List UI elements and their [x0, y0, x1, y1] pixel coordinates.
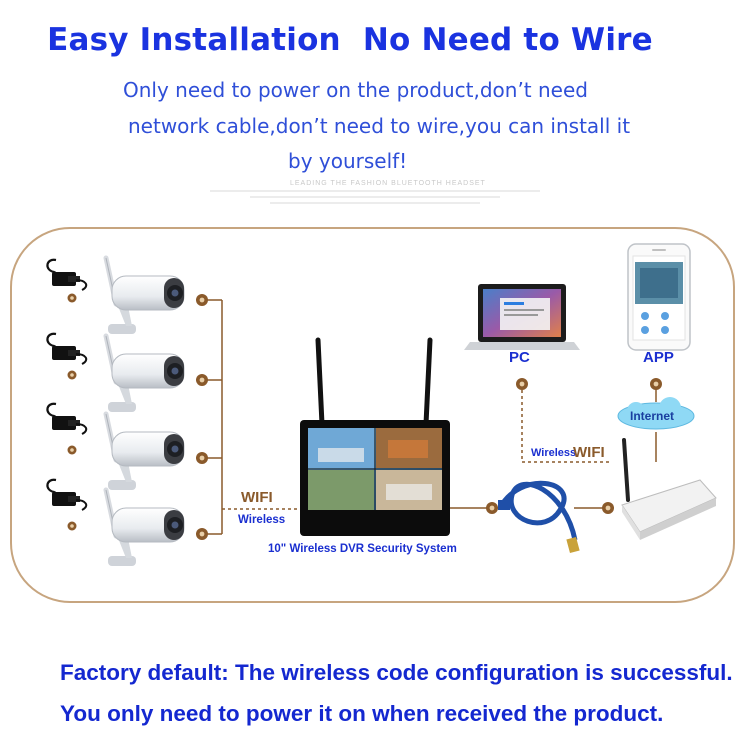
- wifi-router-icon: [621, 438, 717, 540]
- node-router-left: [602, 502, 614, 514]
- network-cable-icon: [497, 480, 580, 554]
- camera-nodes: [196, 294, 208, 540]
- node-pc: [516, 378, 528, 390]
- dvr-caption: 10" Wireless DVR Security System: [268, 543, 457, 555]
- camera-row-3: [46, 402, 184, 490]
- wireless-label-right: Wireless: [531, 447, 577, 459]
- pc-router-link: [521, 384, 610, 463]
- smartphone-icon: [627, 243, 691, 351]
- diagram-frame: [10, 227, 735, 603]
- camera-row-4: [46, 478, 184, 566]
- faint-caption: LEADING THE FASHION BLUETOOTH HEADSET: [290, 180, 486, 187]
- footer-line-2: You only need to power it on when receiv…: [60, 701, 664, 726]
- camera-connector-lines: [205, 299, 223, 535]
- wifi-label-left: WIFI: [241, 489, 273, 506]
- subtitle-line-1: Only need to power on the product,don’t …: [123, 78, 588, 102]
- laptop-icon: [464, 284, 580, 350]
- wireless-label-left: Wireless: [238, 514, 286, 526]
- node-app: [650, 378, 662, 390]
- power-adapter-icon: [46, 258, 88, 292]
- power-adapter-icon: [46, 332, 88, 366]
- footer-line-1: Factory default: The wireless code confi…: [60, 660, 733, 685]
- power-adapter-icon: [46, 402, 88, 436]
- page-title: Easy Installation No Need to Wire: [47, 22, 653, 58]
- app-label: APP: [643, 349, 674, 366]
- subtitle-line-2: network cable,don’t need to wire,you can…: [128, 114, 631, 138]
- power-adapter-icon: [46, 478, 88, 512]
- bullet-camera-icon: [106, 336, 184, 412]
- dvr-monitor-icon: [300, 337, 450, 536]
- wifi-label-right: WIFI: [573, 444, 605, 461]
- bullet-camera-icon: [106, 490, 184, 566]
- bullet-camera-icon: [106, 414, 184, 490]
- node-dvr-right: [486, 502, 498, 514]
- pc-label: PC: [509, 349, 530, 366]
- subtitle-line-3: by yourself!: [288, 149, 408, 173]
- camera-row-2: [46, 332, 184, 412]
- internet-cloud-icon: [617, 397, 695, 430]
- internet-label: Internet: [630, 409, 675, 423]
- camera-row-1: [46, 258, 184, 334]
- adapter-nodes: [67, 293, 77, 531]
- bullet-camera-icon: [106, 258, 184, 334]
